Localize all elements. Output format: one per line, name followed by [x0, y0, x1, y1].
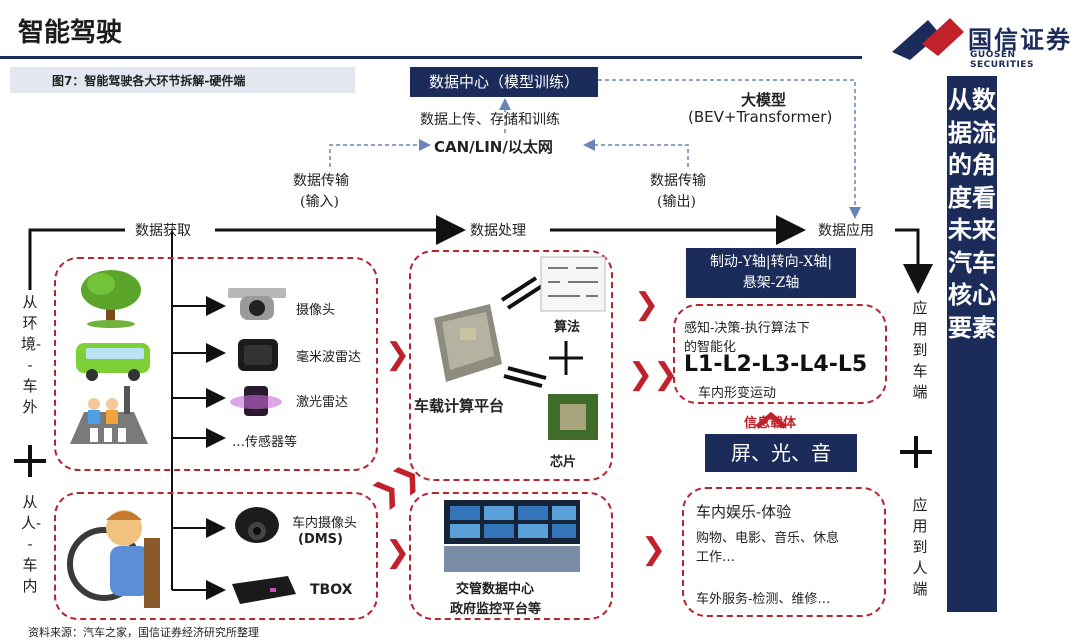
chevron-right-icon: ❯	[641, 532, 667, 567]
traffic-center-label: 交管数据中心	[456, 582, 535, 597]
chevron-right-icon: ❯	[385, 535, 411, 570]
tbox-icon	[232, 576, 296, 604]
chassis-line-2: 悬架-Z轴	[742, 275, 800, 291]
title-rule	[0, 56, 862, 59]
figure-label: 图7：智能驾驶各大环节拆解-硬件端	[10, 67, 355, 93]
cabin-dms-label: (DMS)	[298, 532, 343, 547]
sensor-camera-label: 摄像头	[296, 303, 336, 318]
chip-label: 芯片	[550, 455, 577, 470]
transfer-in-label: 数据传输	[293, 173, 349, 189]
camera-icon	[228, 288, 286, 320]
entertainment-line-2: 工作…	[696, 550, 736, 565]
platform-label: 车载计算平台	[414, 397, 505, 415]
people-end-vertical-label: 应用到人端	[912, 496, 928, 598]
chassis-box: 制动-Y轴|转向-X轴| 悬架-Z轴	[686, 248, 856, 298]
traffic-center-icon	[444, 500, 580, 572]
sensor-radar-label: 毫米波雷达	[296, 350, 362, 365]
logo-text: 国信证券	[968, 26, 1072, 54]
screen-light-sound-box: 屏、光、音	[705, 434, 857, 472]
chip-icon	[548, 394, 598, 440]
sensor-lidar-label: 激光雷达	[296, 395, 349, 410]
upload-label: 数据上传、存储和训练	[420, 112, 560, 128]
driver-icon	[67, 510, 160, 608]
chevron-right-icon: ❯	[634, 287, 660, 322]
computing-platform-icon	[434, 304, 502, 382]
source-footer: 资料来源：汽车之家，国信证券经济研究所整理	[28, 626, 259, 639]
transfer-out-sub: (输出)	[657, 194, 696, 210]
sensor-other-label: …传感器等	[232, 435, 298, 450]
network-label: CAN/LIN/以太网	[434, 138, 553, 156]
entertainment-line-1: 购物、电影、音乐、休息	[696, 531, 840, 546]
cabin-camera-icon	[235, 507, 279, 543]
data-center-box: 数据中心（模型训练）	[410, 67, 598, 97]
pedestrian-crossing-icon	[70, 386, 148, 444]
flow-line-left	[28, 228, 125, 290]
smart-line-2: 的智能化	[684, 340, 737, 355]
guosen-logo-icon	[892, 18, 964, 60]
transfer-out-label: 数据传输	[650, 173, 706, 189]
tbox-label: TBOX	[310, 582, 353, 598]
entertainment-dashed-box	[682, 487, 886, 617]
flow-apply-label: 数据应用	[818, 223, 874, 239]
smart-line-1: 感知-决策-执行算法下	[684, 321, 810, 336]
traffic-dashed-box	[409, 492, 613, 620]
platform-dashed-box	[409, 250, 613, 481]
autonomy-levels: L1-L2-L3-L4-L5	[684, 352, 868, 377]
cabin-camera-label: 车内摄像头	[292, 516, 358, 531]
transfer-in-sub: (输入)	[300, 194, 339, 210]
sensor-dashed-box	[54, 257, 378, 471]
cabin-dashed-box	[54, 492, 378, 620]
flow-arrow-down	[895, 228, 933, 294]
flow-acquire-label: 数据获取	[135, 223, 191, 239]
flow-process-label: 数据处理	[470, 223, 526, 239]
side-panel-text: 从数据流的角度看未来汽车核心要素	[948, 85, 996, 342]
gov-platform-label: 政府监控平台等	[450, 602, 542, 617]
smart-dashed-box	[673, 304, 887, 404]
info-carrier-label: 信息载体	[744, 416, 797, 431]
page-title: 智能驾驶	[18, 18, 123, 48]
side-panel	[947, 76, 997, 612]
car-end-vertical-label: 应用到车端	[912, 299, 928, 401]
chassis-line-1: 制动-Y轴|转向-X轴|	[709, 254, 833, 270]
algorithm-label: 算法	[554, 320, 581, 335]
logo-subtext: GUOSEN SECURITIES	[970, 50, 1034, 70]
people-vertical-label: 从人--车内	[21, 493, 42, 595]
chevron-right-icon: ❯	[385, 337, 411, 372]
chevron-double-icon: ❯❯	[628, 357, 679, 392]
service-label: 车外服务-检测、维修…	[696, 592, 831, 607]
bus-icon	[76, 343, 150, 381]
tree-icon	[81, 270, 141, 328]
cabin-motion-label: 车内形变运动	[698, 386, 777, 401]
big-model-label: 大模型	[741, 91, 787, 109]
mmwave-radar-icon	[238, 339, 278, 371]
algorithm-diagram-icon	[540, 256, 606, 312]
entertainment-title: 车内娱乐-体验	[696, 503, 792, 521]
lidar-icon	[230, 386, 282, 416]
env-vertical-label: 从环境--车外	[21, 293, 42, 416]
big-model-sub: (BEV+Transformer)	[688, 108, 833, 126]
